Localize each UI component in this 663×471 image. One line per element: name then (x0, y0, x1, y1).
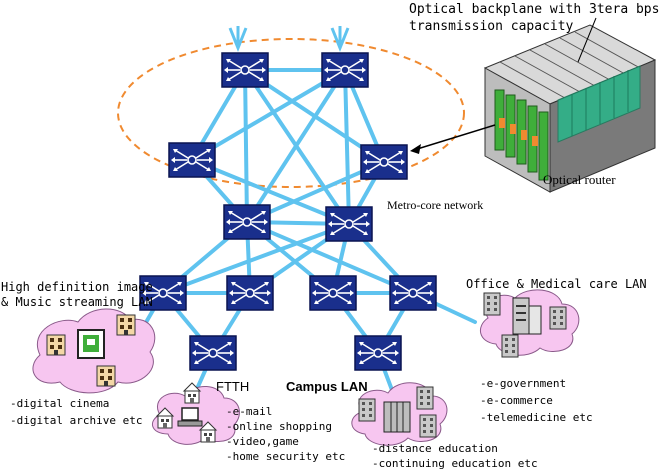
office-item: -telemedicine etc (480, 411, 593, 424)
building-icon (549, 306, 567, 330)
office-item: -e-government (480, 377, 566, 390)
cinema-icon (77, 329, 105, 359)
router-icon (189, 335, 237, 371)
ftth-item: -e-mail (226, 405, 272, 418)
campus-cloud (351, 382, 448, 446)
building-icon (116, 314, 136, 336)
link (190, 68, 347, 162)
hd-streaming-cloud (32, 308, 156, 394)
link (190, 158, 351, 226)
building-icon (501, 334, 519, 358)
hd-item: -digital archive etc (10, 414, 142, 427)
router-icon (223, 204, 271, 240)
ftth-item: -home security etc (226, 450, 345, 463)
optical-backplane (557, 65, 641, 143)
hospital-icon (512, 297, 542, 335)
building-icon (96, 365, 116, 387)
uplink-arrow-icon (330, 26, 350, 53)
ftth-label: FTTH (216, 379, 249, 394)
building-icon (46, 334, 66, 356)
router-icon (221, 52, 269, 88)
router-icon (321, 52, 369, 88)
router-icon (354, 335, 402, 371)
office-cloud (480, 289, 580, 358)
link (243, 68, 249, 224)
router-icon (226, 275, 274, 311)
building-icon (358, 398, 376, 422)
router-icon (389, 275, 437, 311)
link (161, 222, 351, 295)
line-cards (494, 89, 549, 181)
network-links (128, 68, 477, 402)
hd-lan-title-line1: High definition image (1, 280, 153, 294)
building-icon (416, 386, 434, 410)
router-icon (360, 144, 408, 180)
metro-core-label: Metro-core network (387, 198, 483, 212)
backplane-callout (577, 17, 597, 63)
router-icon (309, 275, 357, 311)
hd-item: -digital cinema (10, 397, 109, 410)
backplane-title-line1: Optical backplane with 3tera bps (409, 2, 659, 17)
uplink-arrows (228, 26, 350, 53)
campus-item: -distance education (372, 442, 498, 455)
office-item: -e-commerce (480, 394, 553, 407)
computer-icon (177, 407, 203, 427)
router-icon (325, 206, 373, 242)
hd-lan-title-line2: & Music streaming LAN (1, 295, 153, 309)
router-callout-arrow (410, 124, 496, 154)
link (245, 220, 415, 295)
building-icon (483, 292, 501, 316)
uplink-arrow-icon (228, 26, 248, 53)
ftth-cloud (152, 382, 240, 445)
backplane-title-line2: transmission capacity (409, 19, 574, 34)
optical-router-illustration (483, 17, 657, 193)
ftth-item: -video,game (226, 435, 299, 448)
campus-item: -continuing education etc (372, 457, 538, 470)
building-icon (419, 414, 437, 438)
campus-building-icon (383, 401, 411, 433)
router-icon (168, 142, 216, 178)
ftth-item: -online shopping (226, 420, 332, 433)
metro-core-boundary (117, 38, 465, 188)
link (245, 68, 347, 224)
campus-lan-label: Campus LAN (286, 379, 368, 394)
optical-router-label: Optical router (543, 172, 616, 187)
office-lan-title: Office & Medical care LAN (466, 277, 647, 291)
link (343, 68, 351, 226)
